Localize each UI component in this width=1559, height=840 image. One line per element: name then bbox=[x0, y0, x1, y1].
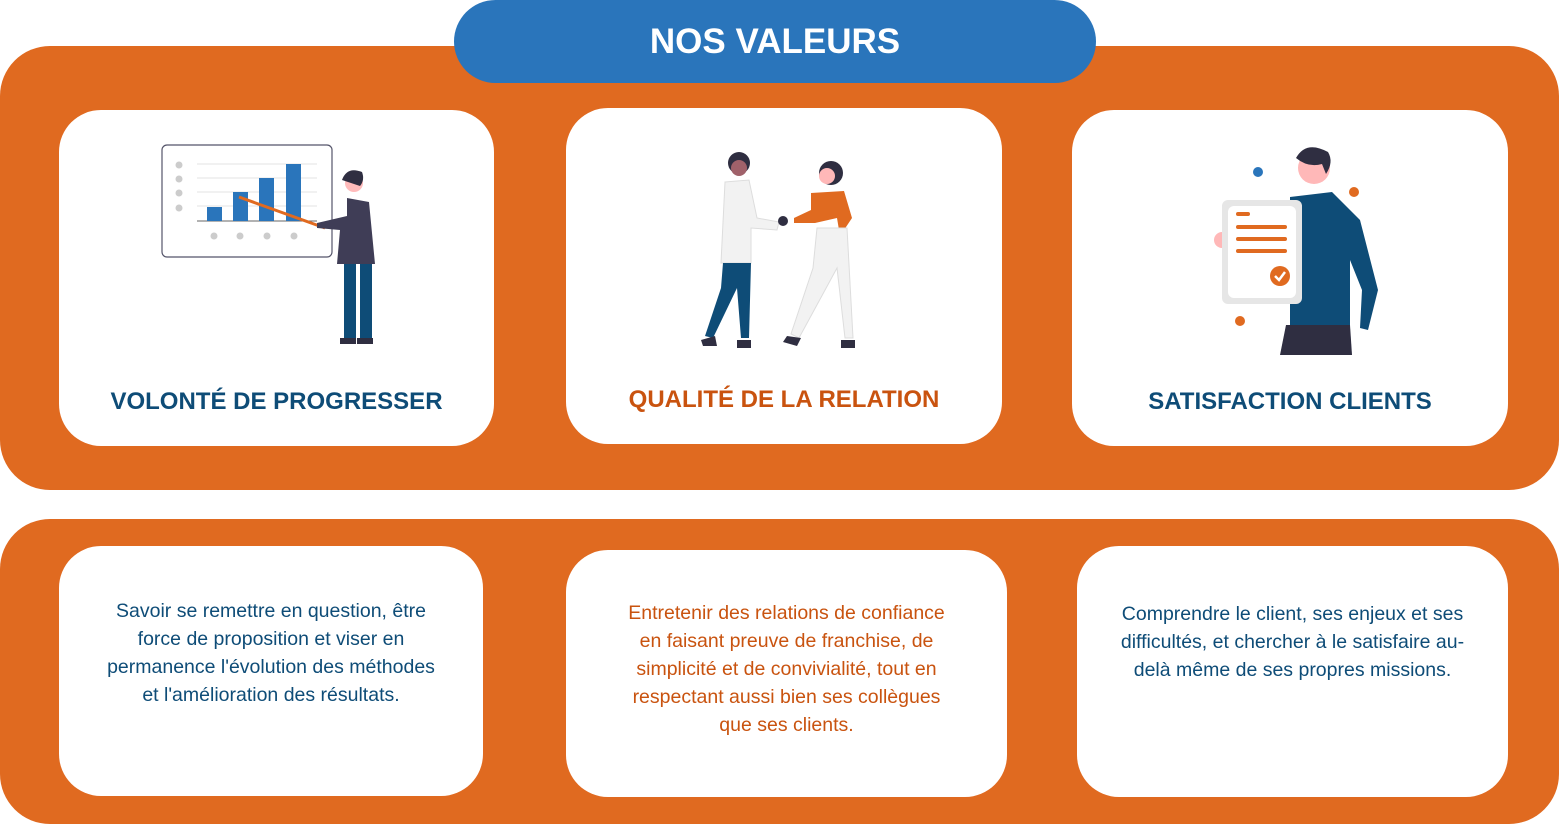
value-title: QUALITÉ DE LA RELATION bbox=[628, 386, 940, 413]
description-card-satisfaction: Comprendre le client, ses enjeux et ses … bbox=[1077, 546, 1508, 797]
value-description: Savoir se remettre en question, être for… bbox=[107, 600, 435, 706]
page-title: NOS VALEURS bbox=[454, 0, 1096, 83]
value-description: Comprendre le client, ses enjeux et ses … bbox=[1120, 603, 1465, 681]
value-card-relation: QUALITÉ DE LA RELATION bbox=[566, 108, 1002, 444]
handshake-illustration bbox=[701, 152, 855, 348]
value-card-progress: VOLONTÉ DE PROGRESSER bbox=[59, 110, 494, 446]
value-title: SATISFACTION CLIENTS bbox=[1148, 388, 1432, 415]
presentation-chart-illustration bbox=[160, 144, 375, 344]
approved-document-illustration bbox=[1214, 147, 1378, 355]
value-title: VOLONTÉ DE PROGRESSER bbox=[110, 388, 443, 415]
value-description: Entretenir des relations de confiance en… bbox=[628, 602, 945, 736]
value-card-satisfaction: SATISFACTION CLIENTS bbox=[1072, 110, 1508, 446]
description-card-progress: Savoir se remettre en question, être for… bbox=[59, 546, 483, 796]
description-card-relation: Entretenir des relations de confiance en… bbox=[566, 550, 1007, 797]
